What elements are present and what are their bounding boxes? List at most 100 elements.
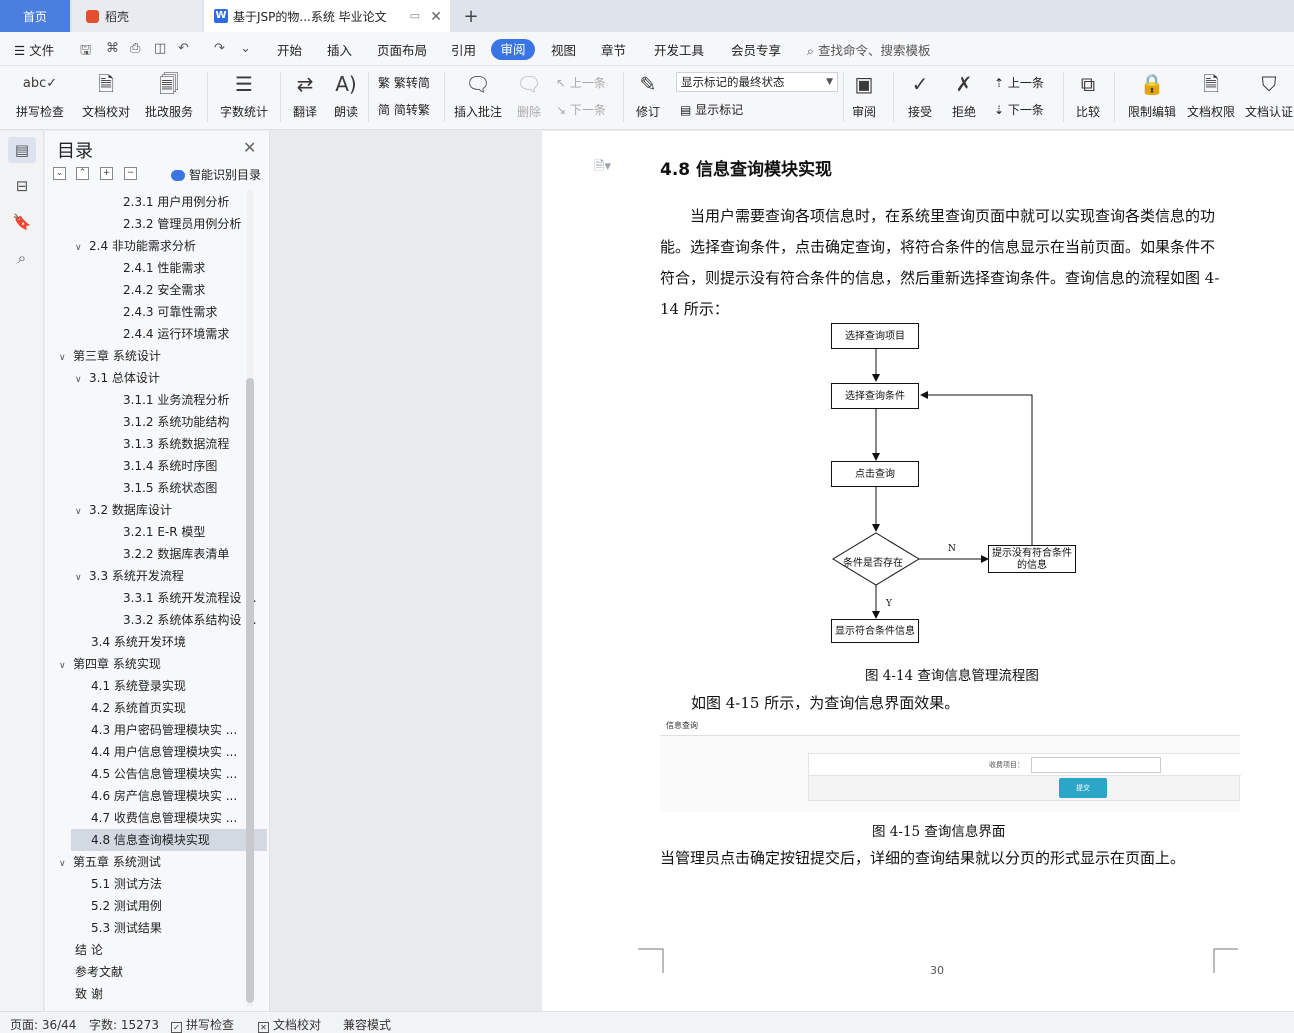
file-menu[interactable]: ☰ 文件	[14, 40, 54, 59]
batch-service-button[interactable]: 🗐批改服务	[140, 70, 198, 120]
toc-item[interactable]: ∨3.2 数据库设计	[45, 499, 267, 521]
menu-review[interactable]: 审阅	[491, 39, 535, 60]
toc-item[interactable]: 致 谢	[45, 983, 267, 1005]
word-count-indicator[interactable]: 字数: 15273	[89, 1018, 160, 1032]
menu-member[interactable]: 会员专享	[731, 43, 782, 58]
toc-item[interactable]: 3.1.3 系统数据流程	[45, 433, 267, 455]
save-icon[interactable]: 🖫	[80, 43, 92, 58]
customize-icon[interactable]: ⌄	[240, 41, 251, 56]
chevron-down-icon[interactable]: ∨	[75, 375, 82, 385]
doc-proof-button[interactable]: 🗎文档校对	[80, 70, 132, 120]
menu-layout[interactable]: 页面布局	[377, 43, 428, 58]
toc-item[interactable]: ∨第三章 系统设计	[45, 345, 267, 367]
doc-permission-button[interactable]: 🗎文档权限	[1184, 70, 1238, 120]
markup-state-select[interactable]: 显示标记的最终状态▼	[676, 72, 838, 92]
toc-item[interactable]: 4.1 系统登录实现	[45, 675, 267, 697]
toc-item[interactable]: 3.2.2 数据库表清单	[45, 543, 267, 565]
toc-scrollbar-thumb[interactable]	[246, 378, 254, 1003]
show-markup-button[interactable]: ▤ 显示标记	[680, 101, 743, 118]
menu-insert[interactable]: 插入	[327, 43, 353, 58]
prev-comment-button[interactable]: ↖ 上一条	[556, 74, 606, 91]
remove-heading-icon[interactable]: −	[124, 167, 137, 180]
tab-document[interactable]: W 基于JSP的物...系统 毕业论文 ▭ ✕	[204, 0, 450, 32]
format-painter-icon[interactable]: ⌘	[106, 41, 119, 56]
toc-item[interactable]: ∨3.3 系统开发流程	[45, 565, 267, 587]
toc-item[interactable]: ∨2.4 非功能需求分析	[45, 235, 267, 257]
toc-item[interactable]: 结 论	[45, 939, 267, 961]
toc-item[interactable]: 2.4.1 性能需求	[45, 257, 267, 279]
menu-devtools[interactable]: 开发工具	[654, 43, 705, 58]
toc-item[interactable]: 2.4.3 可靠性需求	[45, 301, 267, 323]
menu-start[interactable]: 开始	[277, 43, 303, 58]
spell-check-status[interactable]: ✓拼写检查	[171, 1016, 234, 1033]
restrict-edit-button[interactable]: 🔒限制编辑	[1124, 70, 1180, 120]
toc-item[interactable]: 3.1.1 业务流程分析	[45, 389, 267, 411]
tab-daoke[interactable]: 稻壳	[72, 0, 202, 32]
insert-comment-button[interactable]: 🗨插入批注	[452, 70, 504, 120]
toc-item[interactable]: 3.3.2 系统体系结构设 ...	[45, 609, 267, 631]
menu-view[interactable]: 视图	[551, 43, 577, 58]
translate-button[interactable]: ⇄翻译	[286, 70, 324, 120]
chevron-down-icon[interactable]: ∨	[75, 507, 82, 517]
revise-button[interactable]: ✎修订	[630, 70, 666, 120]
close-icon[interactable]: ✕	[243, 138, 257, 157]
spell-check-button[interactable]: abc✓拼写检查	[10, 70, 70, 120]
chevron-down-icon[interactable]: ∨	[59, 353, 66, 363]
toc-item[interactable]: 5.2 测试用例	[45, 895, 267, 917]
bookmark-icon[interactable]: 🔖	[12, 213, 32, 231]
pin-icon[interactable]: ▭	[409, 9, 420, 22]
delete-comment-button[interactable]: 🗨删除	[510, 70, 548, 120]
toc-item[interactable]: 2.3.2 管理员用例分析	[45, 213, 267, 235]
undo-icon[interactable]: ↶	[178, 41, 189, 56]
toc-item[interactable]: ∨第五章 系统测试	[45, 851, 267, 873]
toc-item[interactable]: 4.3 用户密码管理模块实 ...	[45, 719, 267, 741]
expand-up-icon[interactable]: ⌃	[76, 167, 89, 180]
next-change-button[interactable]: ⇣ 下一条	[994, 101, 1044, 118]
add-heading-icon[interactable]: +	[100, 167, 113, 180]
toc-panel-icon[interactable]: ▤	[8, 137, 36, 163]
toc-item[interactable]: 3.1.2 系统功能结构	[45, 411, 267, 433]
toc-item[interactable]: 3.4 系统开发环境	[45, 631, 267, 653]
chevron-down-icon[interactable]: ∨	[59, 661, 66, 671]
toc-item[interactable]: ∨3.1 总体设计	[45, 367, 267, 389]
tab-home[interactable]: 首页	[0, 0, 70, 32]
command-search[interactable]: ⌕ 查找命令、搜索模板	[807, 40, 931, 59]
chevron-down-icon[interactable]: ∨	[75, 243, 82, 253]
toc-item[interactable]: 4.7 收费信息管理模块实 ...	[45, 807, 267, 829]
find-icon[interactable]: ⌕	[17, 249, 27, 267]
read-aloud-button[interactable]: A)朗读	[330, 70, 362, 120]
redo-icon[interactable]: ↷	[214, 41, 225, 56]
review-pane-button[interactable]: ▣审阅	[846, 70, 882, 120]
word-count-button[interactable]: ☰字数统计	[216, 70, 272, 120]
menu-chapter[interactable]: 章节	[601, 43, 627, 58]
toc-item[interactable]: 5.1 测试方法	[45, 873, 267, 895]
prev-change-button[interactable]: ⇡ 上一条	[994, 74, 1044, 91]
toc-item[interactable]: 5.3 测试结果	[45, 917, 267, 939]
toc-item[interactable]: 2.4.2 安全需求	[45, 279, 267, 301]
toc-item[interactable]: 4.5 公告信息管理模块实 ...	[45, 763, 267, 785]
simp-to-trad-button[interactable]: 简 简转繁	[378, 101, 430, 118]
toc-item[interactable]: 参考文献	[45, 961, 267, 983]
toc-item[interactable]: 3.1.4 系统时序图	[45, 455, 267, 477]
close-tab-icon[interactable]: ✕	[430, 9, 442, 25]
toc-item[interactable]: 3.1.5 系统状态图	[45, 477, 267, 499]
smart-toc-button[interactable]: 智能识别目录	[171, 166, 261, 183]
collapse-all-icon[interactable]: ⌄	[53, 167, 66, 180]
doc-cert-button[interactable]: ⛉文档认证	[1244, 70, 1294, 120]
toc-item[interactable]: 2.4.4 运行环境需求	[45, 323, 267, 345]
paragraph-menu-icon[interactable]: 🗎▾	[594, 159, 611, 174]
reject-button[interactable]: ✗拒绝	[946, 70, 982, 120]
toc-item[interactable]: 3.3.1 系统开发流程设 ...	[45, 587, 267, 609]
chapter-nav-icon[interactable]: ⊟	[15, 177, 29, 195]
compare-button[interactable]: ⧉比较	[1070, 70, 1106, 120]
toc-item[interactable]: 4.4 用户信息管理模块实 ...	[45, 741, 267, 763]
document-page[interactable]: 🗎▾ 4.8 信息查询模块实现 当用户需要查询各项信息时，在系统里查询页面中就可…	[542, 131, 1294, 1011]
print-preview-icon[interactable]: ◫	[154, 41, 167, 56]
trad-to-simp-button[interactable]: 繁 繁转简	[378, 74, 430, 91]
toc-item[interactable]: 3.2.1 E-R 模型	[45, 521, 267, 543]
toc-item[interactable]: 4.6 房产信息管理模块实 ...	[45, 785, 267, 807]
page-indicator[interactable]: 页面: 36/44	[10, 1018, 77, 1032]
menu-references[interactable]: 引用	[451, 43, 477, 58]
toc-item[interactable]: 2.3.1 用户用例分析	[45, 191, 267, 213]
toc-item[interactable]: 4.2 系统首页实现	[45, 697, 267, 719]
